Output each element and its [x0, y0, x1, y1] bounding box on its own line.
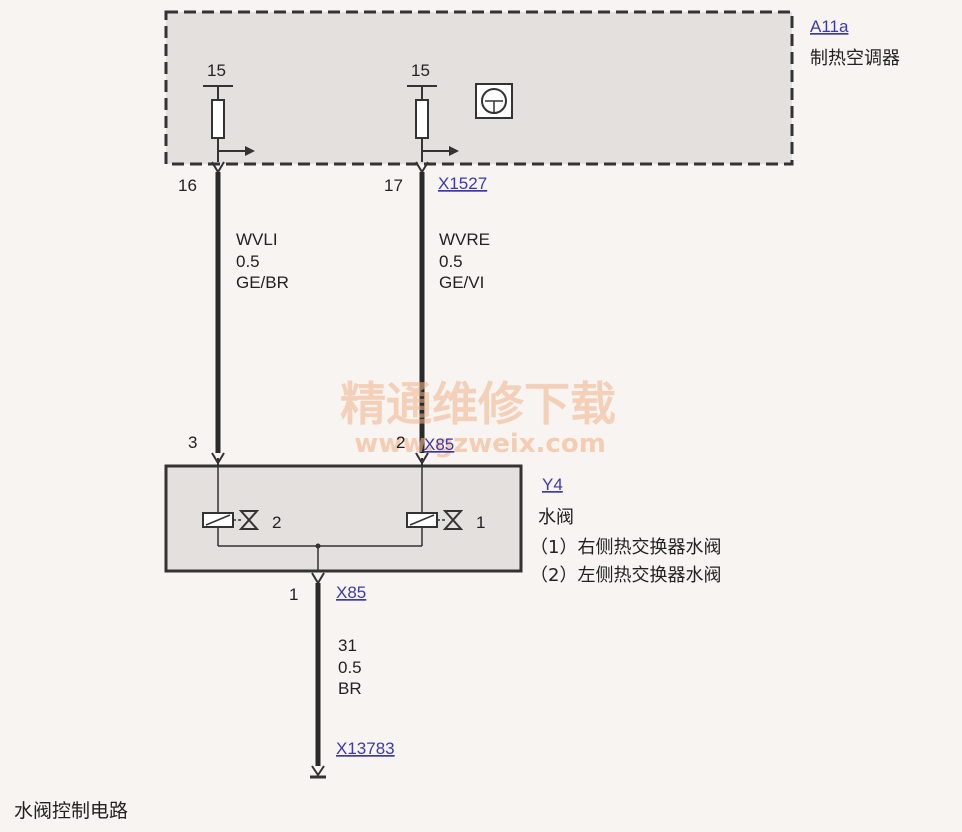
wire-ground-gauge: 0.5 [338, 658, 362, 677]
fuse-left-icon [203, 85, 255, 162]
wire-right-name: WVRE [439, 230, 490, 249]
control-unit-icon [475, 83, 513, 119]
wire-left-name: WVLI [236, 230, 278, 249]
pin-3: 3 [188, 433, 197, 452]
a11a-name: 制热空调器 [810, 48, 900, 69]
pin-16: 16 [178, 176, 197, 195]
solenoid-valve-right-icon [406, 510, 464, 530]
wire-right-gauge: 0.5 [439, 252, 463, 271]
connector-x85-top[interactable]: X85 [424, 435, 454, 454]
ground-connector[interactable]: X13783 [336, 739, 395, 758]
y4-id[interactable]: Y4 [542, 475, 563, 494]
terminal-15-left: 15 [207, 61, 226, 80]
y4-item-2: （2）左侧热交换器水阀 [530, 565, 721, 586]
wire-left-color: GE/BR [236, 273, 289, 292]
watermark-title: 精通维修下载 [340, 377, 616, 431]
wire-ground-color: BR [338, 679, 362, 698]
valve-left-number: 2 [272, 513, 281, 532]
pin-1: 1 [289, 585, 298, 604]
valve-right-number: 1 [476, 513, 485, 532]
diagram-caption: 水阀控制电路 [14, 800, 129, 822]
wire-right-color: GE/VI [439, 273, 484, 292]
solenoid-valve-left-icon [202, 510, 260, 530]
connector-x85-bottom[interactable]: X85 [336, 583, 366, 602]
fuse-right-icon [407, 85, 459, 162]
y4-internal-circuit [217, 466, 423, 571]
connector-x1527[interactable]: X1527 [438, 174, 487, 193]
y4-item-1: （1）右侧热交换器水阀 [530, 537, 721, 558]
pin-2: 2 [396, 433, 405, 452]
watermark-url: www.gzweix.com [354, 429, 606, 459]
wire-left-gauge: 0.5 [236, 252, 260, 271]
wire-ground-name: 31 [338, 636, 357, 655]
y4-name: 水阀 [538, 507, 574, 528]
ground-terminal-icon [310, 765, 326, 779]
pin-17: 17 [384, 176, 403, 195]
terminal-15-right: 15 [411, 61, 430, 80]
a11a-id[interactable]: A11a [810, 17, 849, 36]
connector-x85-bottom-pin-icon [311, 572, 325, 585]
